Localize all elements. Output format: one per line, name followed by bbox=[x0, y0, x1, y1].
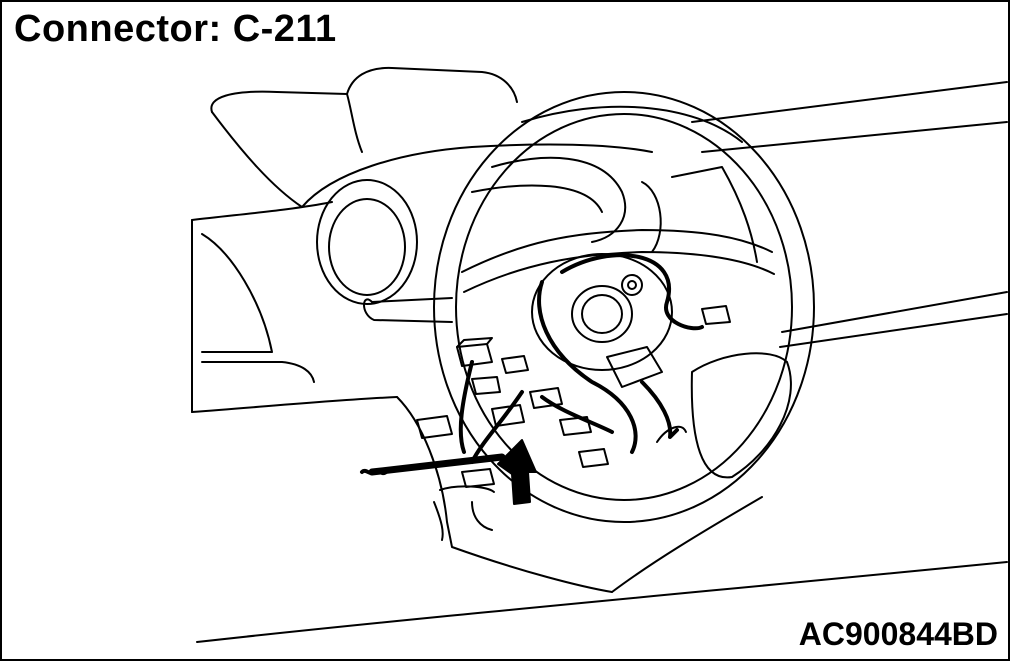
clock-spring bbox=[531, 253, 673, 388]
column-cover bbox=[433, 501, 493, 541]
figure-code: AC900844BD bbox=[798, 616, 998, 652]
diagram-title: Connector: C-211 bbox=[14, 8, 337, 50]
steering-wheel bbox=[433, 91, 815, 523]
dashboard-outline bbox=[191, 66, 1008, 643]
location-arrow bbox=[497, 439, 537, 505]
instrument-cluster bbox=[301, 143, 662, 305]
wiper-lever bbox=[363, 297, 453, 323]
wiring-harness bbox=[360, 253, 704, 476]
connectors bbox=[416, 305, 731, 493]
